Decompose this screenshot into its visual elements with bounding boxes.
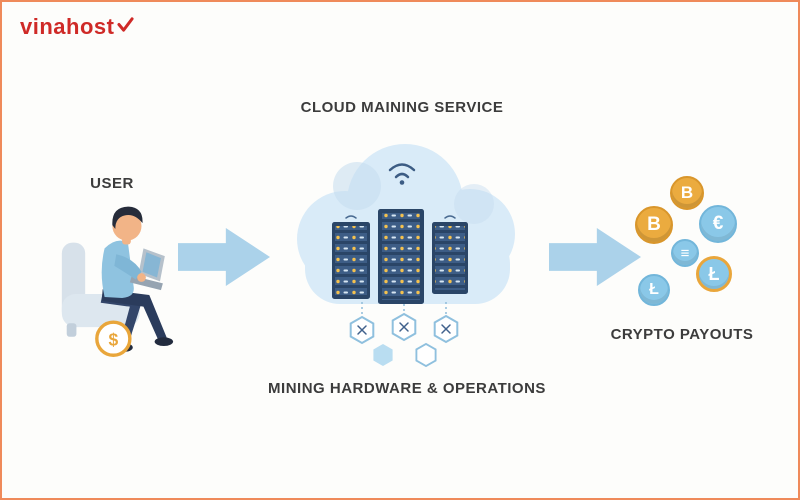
bitcoin-symbol: B: [647, 214, 661, 235]
bitcoin-symbol: B: [680, 183, 694, 202]
stack-symbol: ≡: [680, 244, 690, 262]
person-head: [112, 206, 143, 241]
logo-check-icon: [117, 16, 135, 32]
euro-symbol: €: [712, 213, 724, 234]
user-label: USER: [90, 175, 134, 192]
litecoin-symbol: Ł: [708, 263, 720, 284]
litecoin-symbol: Ł: [649, 281, 659, 298]
euro-coin: €: [699, 205, 737, 243]
dollar-symbol: $: [108, 330, 118, 350]
server-rack-left-icon: [332, 222, 370, 299]
cloud-service-label: CLOUD MAINING SERVICE: [300, 99, 504, 116]
bitcoin-coin: B: [635, 206, 673, 244]
cloud-mining-illustration: [297, 144, 515, 367]
bitcoin-coin: B: [670, 176, 704, 210]
mining-hardware-label: MINING HARDWARE & OPERATIONS: [268, 380, 546, 397]
crypto-payouts-label: CRYPTO PAYOUTS: [610, 326, 754, 343]
user-illustration: $: [61, 206, 174, 357]
pickaxe-icons: [357, 322, 451, 335]
wifi-icon: [388, 163, 416, 185]
person-arm: [114, 254, 146, 282]
server-antenna-icons: [345, 215, 456, 219]
laptop-icon: [129, 248, 165, 291]
vinahost-logo: vinahost: [20, 14, 135, 40]
litecoin-coin: Ł: [638, 274, 670, 306]
mining-hexagon-icons: [349, 313, 459, 367]
logo-text: vinahost: [20, 14, 115, 39]
server-rack-right-icon: [432, 222, 468, 294]
dollar-coin-icon: $: [95, 320, 132, 357]
hexagon-connectors: [361, 302, 447, 315]
litecoin-coin: Ł: [696, 256, 732, 292]
stack-coin: ≡: [671, 239, 699, 267]
server-rack-middle-icon: [378, 209, 424, 304]
arrow-cloud-to-payouts-icon: [549, 228, 641, 286]
